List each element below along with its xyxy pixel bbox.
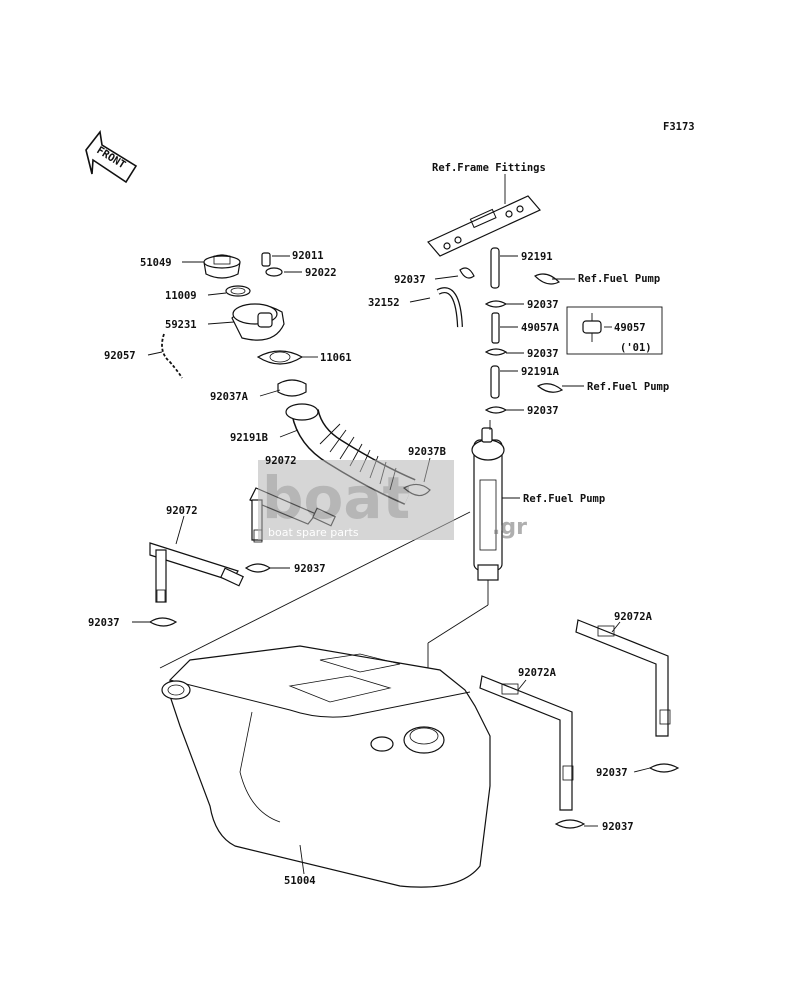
- watermark-tagline: boat spare parts: [268, 526, 359, 539]
- frame-fittings-bracket: [427, 195, 541, 257]
- label-51049: 51049: [140, 257, 172, 269]
- label-92191: 92191: [521, 251, 553, 263]
- figure-code: F3173: [663, 121, 695, 133]
- label-32152: 32152: [368, 297, 400, 309]
- label-92072-b: 92072: [166, 505, 198, 517]
- label-59231: 59231: [165, 319, 197, 331]
- watermark-brand: boat: [262, 464, 410, 532]
- label-92022: 92022: [305, 267, 337, 279]
- label-92072A-b: 92072A: [518, 667, 557, 679]
- label-49057: 49057: [614, 322, 646, 334]
- label-11061: 11061: [320, 352, 352, 364]
- label-92057: 92057: [104, 350, 136, 362]
- label-92037-f: 92037: [88, 617, 120, 629]
- label-49057A: 49057A: [521, 322, 560, 334]
- label-11009: 11009: [165, 290, 197, 302]
- label-92037-b: 92037: [527, 299, 559, 311]
- label-51004: 51004: [284, 875, 316, 887]
- filler-cap-assembly: [161, 252, 307, 397]
- label-92191B: 92191B: [230, 432, 268, 444]
- vent-hose-assembly: [436, 247, 663, 414]
- watermark: boat .gr boat spare parts: [258, 460, 527, 540]
- label-92072A-a: 92072A: [614, 611, 653, 623]
- label-92037-c: 92037: [527, 348, 559, 360]
- label-92072-a: 92072: [265, 455, 297, 467]
- label-92037B: 92037B: [408, 446, 446, 458]
- label-92037A: 92037A: [210, 391, 249, 403]
- label-92011: 92011: [292, 250, 324, 262]
- label-01: ('01): [620, 342, 652, 354]
- front-arrow-icon: FRONT: [85, 130, 138, 184]
- fuel-tank: [159, 511, 491, 888]
- label-92037-h: 92037: [602, 821, 634, 833]
- watermark-suffix: .gr: [492, 515, 527, 540]
- label-92037-a: 92037: [394, 274, 426, 286]
- band-straps-right: [479, 619, 680, 829]
- label-ref-fuel-pump-1: Ref.Fuel Pump: [578, 273, 660, 285]
- label-ref-fuel-pump-3: Ref.Fuel Pump: [523, 493, 605, 505]
- label-92037-d: 92037: [527, 405, 559, 417]
- label-92037-e: 92037: [294, 563, 326, 575]
- label-ref-fuel-pump-2: Ref.Fuel Pump: [587, 381, 669, 393]
- watermark-block: [258, 460, 454, 540]
- fuel-pump: [427, 420, 505, 735]
- part-labels: Ref.Frame Fittings 92191 Ref.Fuel Pump 9…: [88, 162, 669, 887]
- label-ref-frame: Ref.Frame Fittings: [432, 162, 546, 174]
- label-92191A: 92191A: [521, 366, 560, 378]
- label-92037-g: 92037: [596, 767, 628, 779]
